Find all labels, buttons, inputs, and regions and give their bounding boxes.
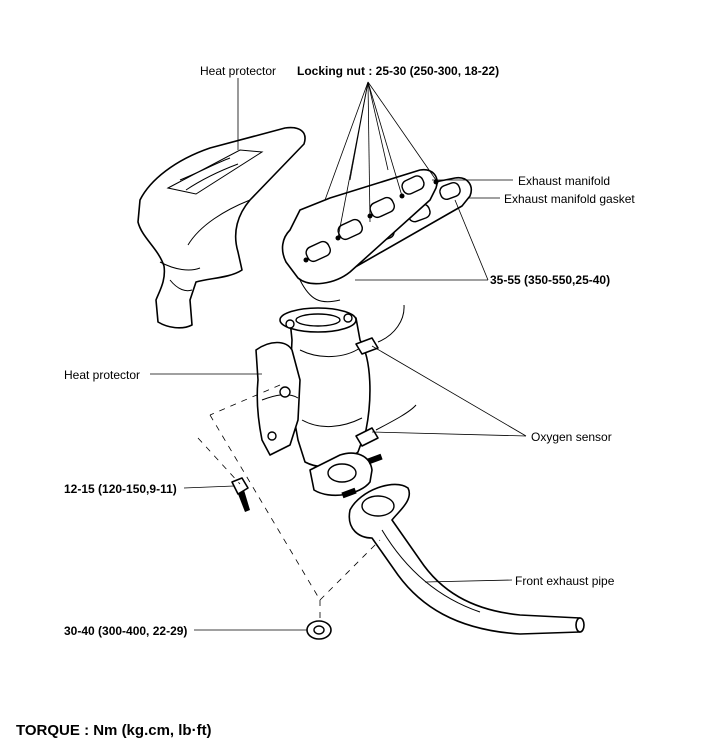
upper-heat-protector xyxy=(137,126,306,329)
label-oxygen-sensor: Oxygen sensor xyxy=(531,430,612,444)
label-front-exhaust-pipe: Front exhaust pipe xyxy=(515,574,615,588)
label-exhaust-manifold-gasket: Exhaust manifold gasket xyxy=(504,192,635,206)
label-torque-30-40: 30-40 (300-400, 22-29) xyxy=(64,624,188,638)
catalytic-converter xyxy=(279,304,417,499)
label-torque-12-15: 12-15 (120-150,9-11) xyxy=(64,482,177,496)
exhaust-manifold xyxy=(281,168,439,303)
bolt xyxy=(231,477,250,512)
front-exhaust-pipe xyxy=(348,483,585,635)
lower-heat-protector xyxy=(255,341,301,456)
assembly-guide-lines xyxy=(197,384,381,620)
label-heat-protector-top: Heat protector xyxy=(200,64,277,78)
label-heat-protector-left: Heat protector xyxy=(64,368,141,382)
nut xyxy=(306,620,332,640)
label-torque-35-55: 35-55 (350-550,25-40) xyxy=(490,273,611,287)
torque-units-note: TORQUE : Nm (kg.cm, lb·ft) xyxy=(16,722,212,739)
leader-lines xyxy=(150,78,527,631)
label-exhaust-manifold: Exhaust manifold xyxy=(518,174,611,188)
label-locking-nut: Locking nut : 25-30 (250-300, 18-22) xyxy=(297,64,500,78)
